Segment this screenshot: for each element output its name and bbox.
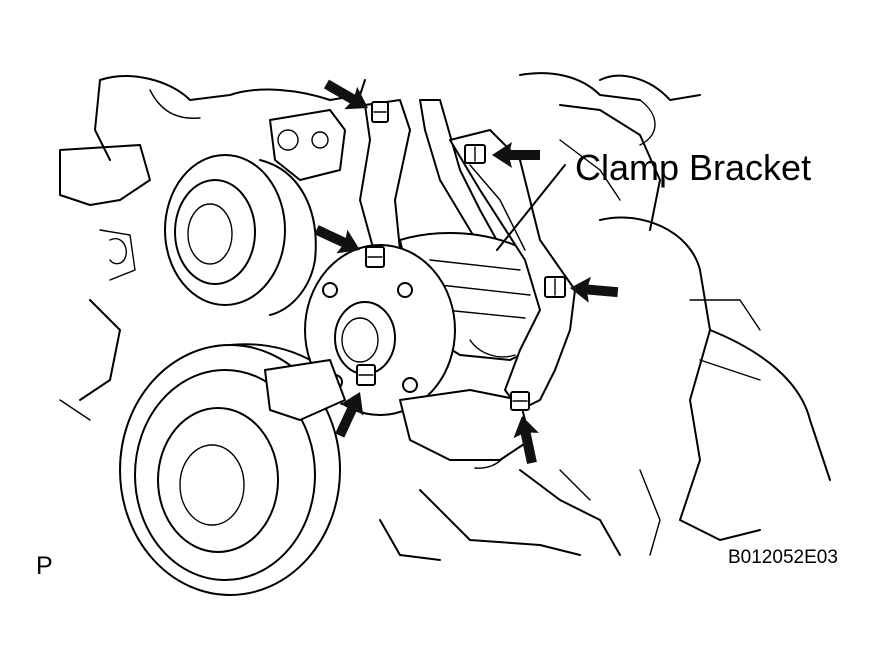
bolt-pulley-lower bbox=[356, 364, 376, 386]
arrow-bolt-top-right bbox=[492, 142, 540, 168]
water-pump-pulley bbox=[304, 244, 456, 416]
idler-pulley bbox=[164, 154, 317, 316]
clamp-bracket bbox=[449, 129, 576, 411]
arrow-bolt-pulley-lower bbox=[335, 392, 364, 438]
lower-bracket bbox=[264, 359, 531, 461]
callout-label: Clamp Bracket bbox=[575, 147, 811, 188]
alternator-bracket bbox=[269, 109, 346, 181]
arrow-bolt-pulley-upper bbox=[314, 225, 360, 254]
indicator-arrows bbox=[314, 79, 619, 464]
bolt-right bbox=[544, 276, 566, 298]
arrow-bolt-top-left bbox=[323, 79, 368, 110]
bolt-bottom bbox=[510, 391, 530, 411]
view-letter: P bbox=[36, 552, 53, 580]
bolt-top-right bbox=[464, 144, 486, 164]
bolt-top-left bbox=[371, 101, 389, 123]
bolts bbox=[356, 101, 566, 411]
arrow-bolt-right bbox=[570, 276, 619, 303]
figure-code: B012052E03 bbox=[728, 547, 838, 568]
callout-leader-line bbox=[496, 164, 566, 251]
engine-block-outline bbox=[59, 72, 831, 561]
arrow-bolt-bottom bbox=[513, 416, 539, 464]
bolt-pulley-upper bbox=[365, 246, 385, 268]
